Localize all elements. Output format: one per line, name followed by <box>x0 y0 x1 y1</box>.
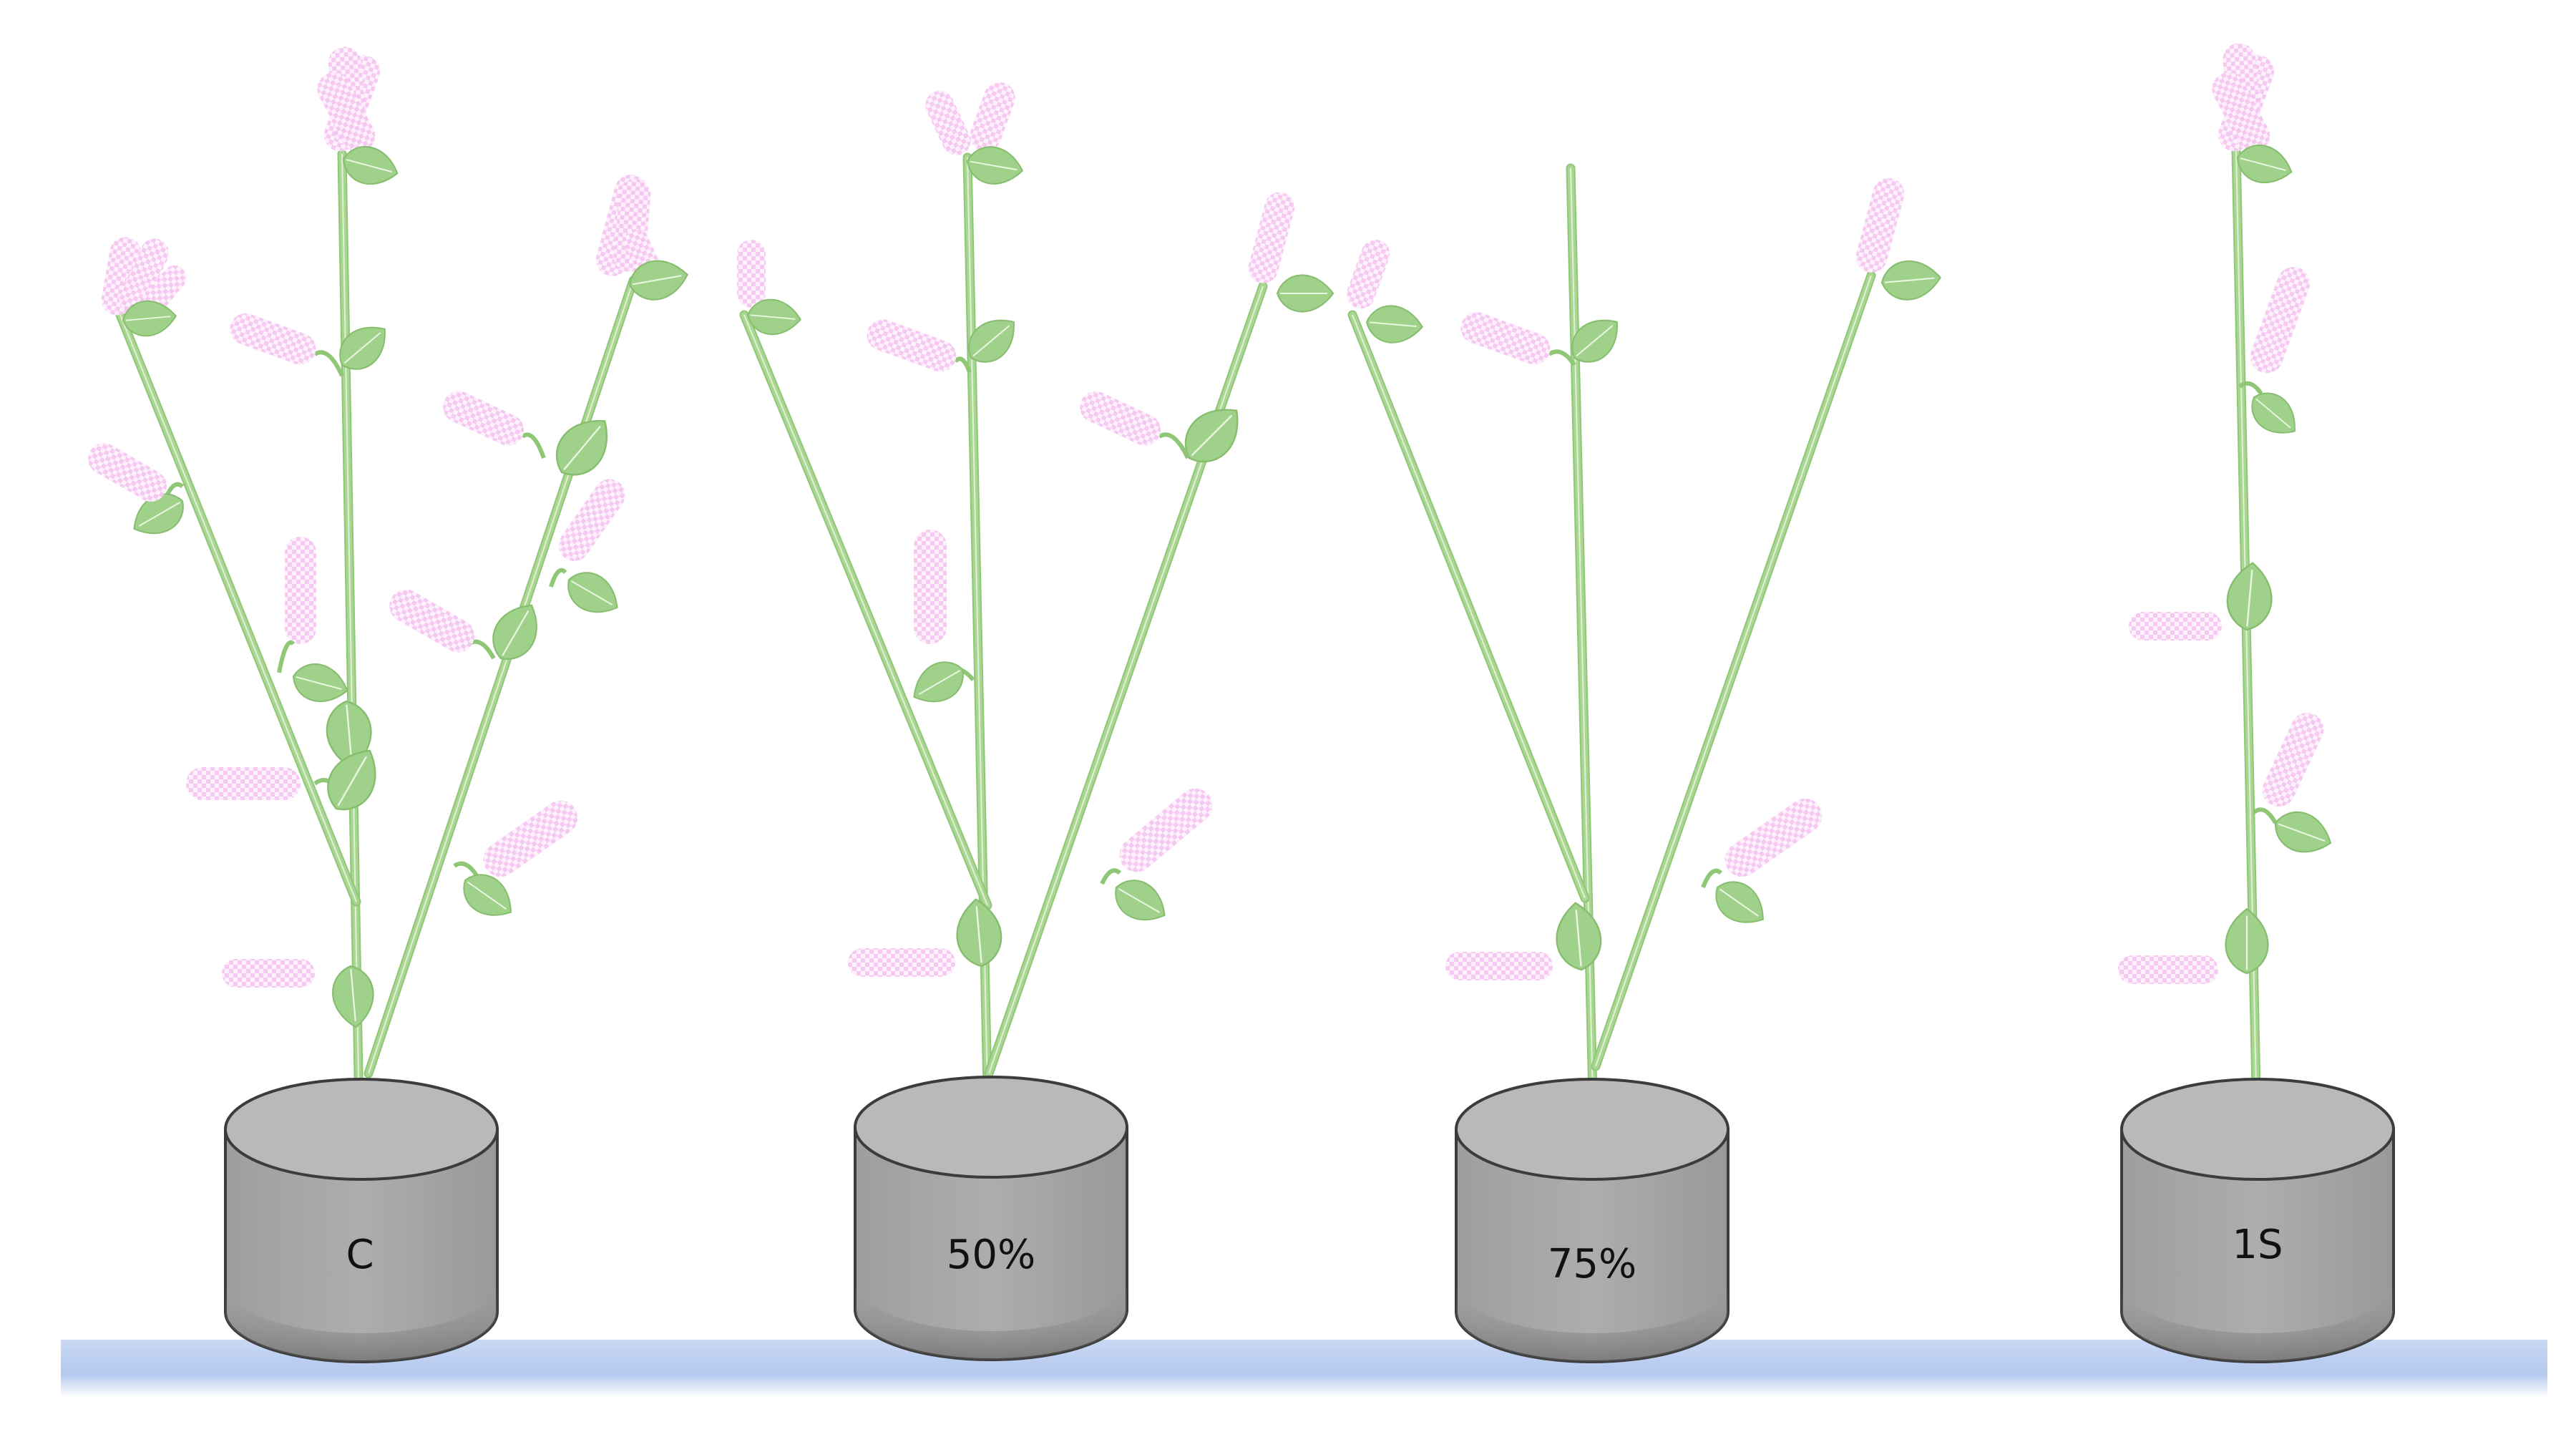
ground-bar <box>61 1340 2547 1397</box>
flower-cluster-icon <box>1119 788 1213 872</box>
leaf-icon <box>555 420 608 476</box>
flower-cluster-icon <box>2129 612 2222 640</box>
flower-cluster-icon <box>925 91 971 155</box>
flower-cluster-icon <box>483 800 578 877</box>
flower-cluster-icon <box>389 589 475 653</box>
leaf-icon <box>567 572 618 613</box>
flower-cluster-icon <box>317 72 376 152</box>
leaf-icon <box>966 146 1024 185</box>
pot-75-percent <box>1455 1078 1729 1363</box>
flower-cluster-icon <box>222 959 315 988</box>
pot-label-control: C <box>346 1232 374 1278</box>
flower-cluster-icon <box>186 767 301 800</box>
flower-cluster-icon <box>119 238 170 313</box>
flower-cluster-icon <box>285 537 316 644</box>
pot-control <box>224 1078 499 1363</box>
leaf-icon <box>342 146 399 185</box>
pot-label-50-percent: 50% <box>947 1232 1035 1278</box>
leaf-icon <box>1115 880 1166 921</box>
leaf-icon <box>327 749 376 811</box>
flower-cluster-icon <box>970 82 1015 152</box>
flower-cluster-icon <box>1080 391 1161 446</box>
flower-cluster-icon <box>1855 177 1905 273</box>
flower-cluster-icon <box>737 240 766 308</box>
flower-cluster-icon <box>867 319 957 372</box>
flower-cluster-icon <box>848 948 955 977</box>
flower-cluster-icon <box>1460 312 1551 365</box>
leaf-icon <box>628 260 688 301</box>
leaf-icon <box>332 965 374 1028</box>
plant-50-percent <box>737 82 1335 1161</box>
plant-control <box>88 47 688 1161</box>
plant-single-stem <box>2118 43 2332 1161</box>
flower-cluster-icon <box>2250 266 2311 374</box>
leaf-icon <box>2251 392 2296 434</box>
leaf-icon <box>913 661 964 703</box>
leaf-icon <box>292 663 348 703</box>
pot-label-75-percent: 75% <box>1548 1241 1636 1287</box>
flower-cluster-icon <box>2118 955 2218 984</box>
plant-75-percent <box>1346 163 1941 1161</box>
leaf-icon <box>2226 562 2273 631</box>
pot-single-stem <box>2120 1078 2395 1363</box>
leaf-icon <box>1184 409 1239 463</box>
flower-cluster-icon <box>558 479 625 561</box>
leaf-icon <box>956 898 1002 968</box>
leaf-icon <box>968 319 1015 363</box>
flower-cluster-icon <box>2212 72 2270 152</box>
leaf-icon <box>122 300 177 337</box>
pot-50-percent <box>854 1076 1128 1361</box>
plants-layer <box>88 43 2395 1363</box>
leaf-icon <box>1556 902 1602 971</box>
flower-cluster-icon <box>230 313 316 365</box>
leaf-icon <box>2274 811 2332 853</box>
flower-cluster-icon <box>2262 712 2324 807</box>
flower-cluster-icon <box>1445 952 1553 980</box>
leaf-icon <box>463 874 512 916</box>
flower-cluster-icon <box>1248 192 1295 283</box>
leaf-icon <box>1715 881 1764 923</box>
flower-cluster-icon <box>1724 798 1823 877</box>
leaf-icon <box>492 604 537 661</box>
leaf-icon <box>747 298 801 336</box>
leaf-icon <box>2236 145 2293 184</box>
flower-cluster-icon <box>88 443 167 502</box>
leaf-icon <box>339 326 386 370</box>
leaf-icon <box>1571 319 1618 363</box>
flower-cluster-icon <box>443 391 525 446</box>
leaf-icon <box>1365 305 1423 344</box>
flower-cluster-icon <box>1346 239 1390 309</box>
pot-label-single-stem: 1S <box>2232 1222 2283 1268</box>
leaf-icon <box>1276 274 1335 313</box>
flower-cluster-icon <box>914 530 947 644</box>
leaf-icon <box>2225 907 2269 975</box>
leaf-icon <box>1880 260 1941 301</box>
leaf-icon <box>133 493 184 535</box>
